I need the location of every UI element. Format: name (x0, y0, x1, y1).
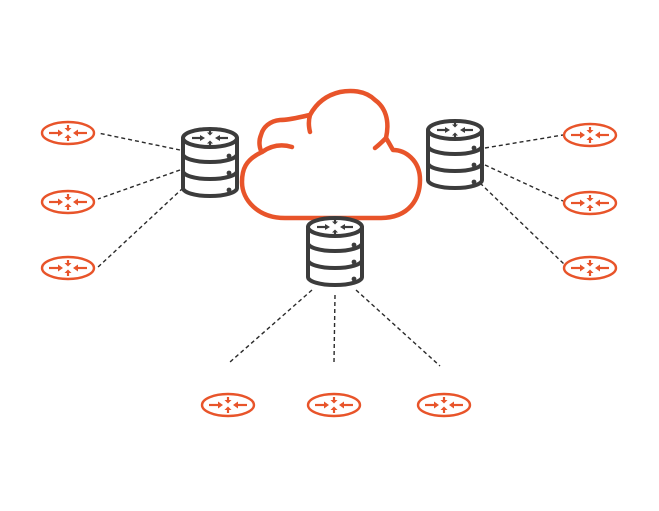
router-icon (416, 392, 472, 418)
router-icon (40, 255, 96, 281)
router-icon (562, 255, 618, 281)
server-stack-icon (426, 119, 484, 190)
router-icon (40, 120, 96, 146)
router-icon (562, 190, 618, 216)
link-server-left-router-left-3 (96, 187, 184, 269)
link-server-left-router-left-1 (97, 132, 181, 151)
link-server-bottom-router-bottom-1 (229, 289, 313, 363)
link-server-right-router-right-2 (484, 164, 564, 202)
link-server-right-router-right-3 (479, 182, 567, 267)
router-icon (40, 189, 96, 215)
connection-lines (96, 132, 567, 367)
link-server-right-router-right-1 (484, 134, 564, 149)
router-icon (200, 392, 256, 418)
link-server-left-router-left-2 (97, 169, 181, 200)
link-server-bottom-router-bottom-3 (355, 289, 441, 367)
server-stack-icon (306, 216, 364, 287)
link-server-bottom-router-bottom-2 (333, 294, 336, 363)
server-stack-icon (181, 127, 239, 198)
router-icon (562, 122, 618, 148)
router-icon (306, 392, 362, 418)
cloud-icon (239, 88, 423, 221)
